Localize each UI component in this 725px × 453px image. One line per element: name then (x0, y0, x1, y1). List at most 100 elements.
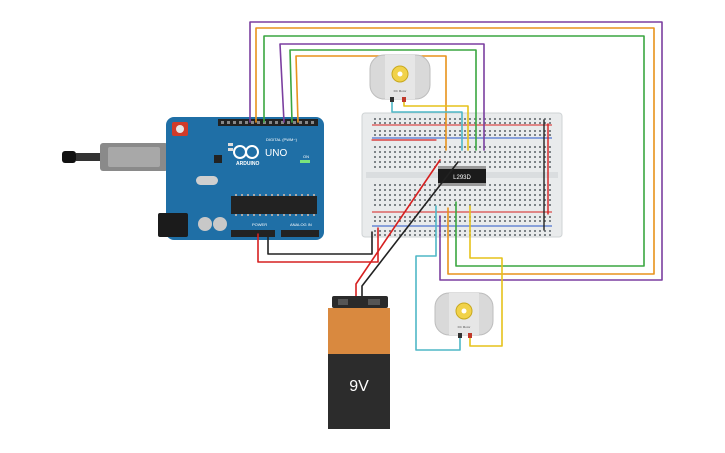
breadboard-hole (504, 204, 506, 206)
breadboard-hole (404, 161, 406, 163)
usb-plug-face (108, 147, 160, 167)
capacitor-2 (213, 217, 227, 231)
breadboard-hole (494, 220, 496, 222)
breadboard-hole (539, 194, 541, 196)
breadboard-hole (479, 204, 481, 206)
breadboard-hole (519, 234, 521, 236)
breadboard-hole (429, 189, 431, 191)
breadboard-hole (379, 204, 381, 206)
breadboard-hole (499, 146, 501, 148)
breadboard-hole (499, 199, 501, 201)
breadboard-hole (469, 122, 471, 124)
breadboard-hole (469, 118, 471, 120)
capacitor-1 (198, 217, 212, 231)
breadboard-hole (539, 122, 541, 124)
breadboard-hole (474, 194, 476, 196)
breadboard-hole (519, 204, 521, 206)
breadboard-hole (474, 134, 476, 136)
breadboard-hole (479, 189, 481, 191)
breadboard-hole (499, 189, 501, 191)
breadboard-hole (409, 161, 411, 163)
breadboard-hole (409, 156, 411, 158)
breadboard-hole (544, 234, 546, 236)
breadboard-hole (514, 220, 516, 222)
breadboard-hole (454, 156, 456, 158)
breadboard-hole (454, 151, 456, 153)
breadboard-hole (534, 134, 536, 136)
breadboard-hole (399, 118, 401, 120)
breadboard-hole (434, 234, 436, 236)
l293d-chip: L293D (438, 166, 486, 186)
breadboard-hole (379, 134, 381, 136)
breadboard-hole (509, 122, 511, 124)
breadboard-hole (394, 161, 396, 163)
breadboard-hole (419, 146, 421, 148)
breadboard-hole (549, 199, 551, 201)
breadboard-hole (469, 194, 471, 196)
breadboard-hole (474, 220, 476, 222)
breadboard-hole (509, 204, 511, 206)
breadboard-hole (509, 230, 511, 232)
breadboard-hole (434, 161, 436, 163)
breadboard-hole (524, 166, 526, 168)
breadboard-hole (489, 161, 491, 163)
breadboard-hole (384, 230, 386, 232)
breadboard-hole (509, 189, 511, 191)
breadboard-hole (509, 118, 511, 120)
breadboard-hole (474, 189, 476, 191)
motor-bottom-label: DC Motor (458, 325, 471, 329)
breadboard-hole (419, 166, 421, 168)
breadboard-hole (524, 230, 526, 232)
breadboard-hole (474, 122, 476, 124)
wire-black-gnd (267, 231, 373, 255)
breadboard-hole (504, 230, 506, 232)
breadboard-hole (404, 199, 406, 201)
breadboard-hole (389, 156, 391, 158)
breadboard-hole (439, 161, 441, 163)
crystal (196, 176, 218, 185)
breadboard-hole (479, 118, 481, 120)
breadboard-hole (429, 204, 431, 206)
breadboard-hole (409, 199, 411, 201)
breadboard-hole (424, 122, 426, 124)
breadboard-hole (529, 151, 531, 153)
breadboard-hole (444, 204, 446, 206)
breadboard-hole (514, 130, 516, 132)
breadboard-hole (484, 220, 486, 222)
breadboard-hole (524, 134, 526, 136)
breadboard-hole (499, 156, 501, 158)
breadboard-hole (489, 130, 491, 132)
breadboard-hole (379, 234, 381, 236)
breadboard-hole (439, 204, 441, 206)
breadboard-hole (469, 199, 471, 201)
breadboard-hole (439, 199, 441, 201)
analog-header-label: ANALOG IN (290, 222, 312, 227)
breadboard-hole (514, 204, 516, 206)
breadboard-hole (519, 146, 521, 148)
breadboard-hole (409, 230, 411, 232)
breadboard-hole (469, 151, 471, 153)
breadboard-hole (549, 130, 551, 132)
breadboard-hole (499, 220, 501, 222)
breadboard-hole (439, 118, 441, 120)
breadboard-hole (489, 156, 491, 158)
reset-button-cap[interactable] (176, 125, 184, 133)
breadboard-hole (444, 230, 446, 232)
breadboard-hole (539, 199, 541, 201)
breadboard-hole (374, 204, 376, 206)
l293d-pins-top (438, 166, 486, 169)
breadboard-hole (419, 118, 421, 120)
breadboard-hole (524, 122, 526, 124)
breadboard-hole (374, 156, 376, 158)
breadboard-hole (424, 166, 426, 168)
on-led-label: ON (303, 154, 309, 159)
breadboard-hole (439, 194, 441, 196)
breadboard-hole (429, 151, 431, 153)
breadboard-hole (389, 199, 391, 201)
breadboard-hole (524, 130, 526, 132)
breadboard-hole (434, 220, 436, 222)
breadboard-hole (464, 230, 466, 232)
breadboard-hole (414, 204, 416, 206)
breadboard-hole (444, 216, 446, 218)
breadboard-hole (489, 166, 491, 168)
